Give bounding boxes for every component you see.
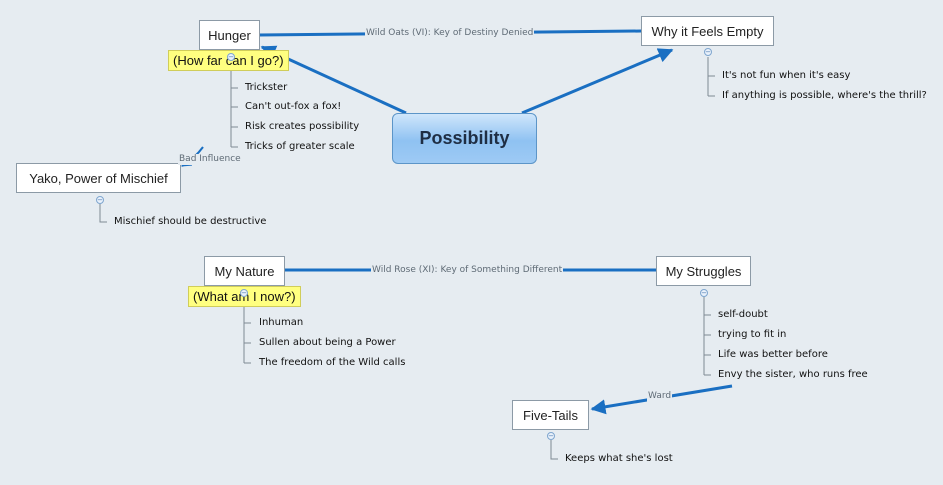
node-yako[interactable]: Yako, Power of Mischief xyxy=(16,163,181,193)
node-why-it-feels-empty[interactable]: Why it Feels Empty xyxy=(641,16,774,46)
node-my-nature[interactable]: My Nature xyxy=(204,256,285,286)
connector-central-why xyxy=(521,48,674,115)
subtopic[interactable]: Keeps what she's lost xyxy=(565,453,673,464)
node-five-tails[interactable]: Five-Tails xyxy=(512,400,589,430)
collapse-toggle-icon[interactable]: − xyxy=(240,289,248,297)
subtopic[interactable]: Risk creates possibility xyxy=(245,121,360,132)
collapse-toggle-icon[interactable]: − xyxy=(227,53,235,61)
node-my-struggles[interactable]: My Struggles xyxy=(656,256,751,286)
collapse-toggle-icon[interactable]: − xyxy=(700,289,708,297)
subtopic[interactable]: self-doubt xyxy=(718,309,768,320)
subtopic[interactable]: Sullen about being a Power xyxy=(259,337,396,348)
node-hunger[interactable]: Hunger xyxy=(199,20,260,50)
subtopic[interactable]: If anything is possible, where's the thr… xyxy=(722,90,927,101)
subtopic[interactable]: It's not fun when it's easy xyxy=(722,70,851,81)
subtopic[interactable]: Can't out-fox a fox! xyxy=(245,101,342,112)
relationship-label-hunger-empty[interactable]: Wild Oats (VI): Key of Destiny Denied xyxy=(365,28,535,39)
relationship-label-bad-influence[interactable]: Bad Influence xyxy=(178,154,242,165)
subtopic[interactable]: Inhuman xyxy=(259,317,304,328)
relationship-label-ward[interactable]: Ward xyxy=(647,391,673,402)
relationship-label-nature-struggles[interactable]: Wild Rose (XI): Key of Something Differe… xyxy=(371,265,564,276)
central-topic[interactable]: Possibility xyxy=(392,113,537,164)
subtopic[interactable]: Life was better before xyxy=(718,349,828,360)
subtopic[interactable]: Mischief should be destructive xyxy=(114,216,267,227)
subtopic[interactable]: trying to fit in xyxy=(718,329,787,340)
collapse-toggle-icon[interactable]: − xyxy=(704,48,712,56)
subtopic[interactable]: The freedom of the Wild calls xyxy=(259,357,406,368)
subtopic[interactable]: Trickster xyxy=(245,82,288,93)
subtopic[interactable]: Envy the sister, who runs free xyxy=(718,369,868,380)
collapse-toggle-icon[interactable]: − xyxy=(547,432,555,440)
subtopic[interactable]: Tricks of greater scale xyxy=(245,141,355,152)
collapse-toggle-icon[interactable]: − xyxy=(96,196,104,204)
